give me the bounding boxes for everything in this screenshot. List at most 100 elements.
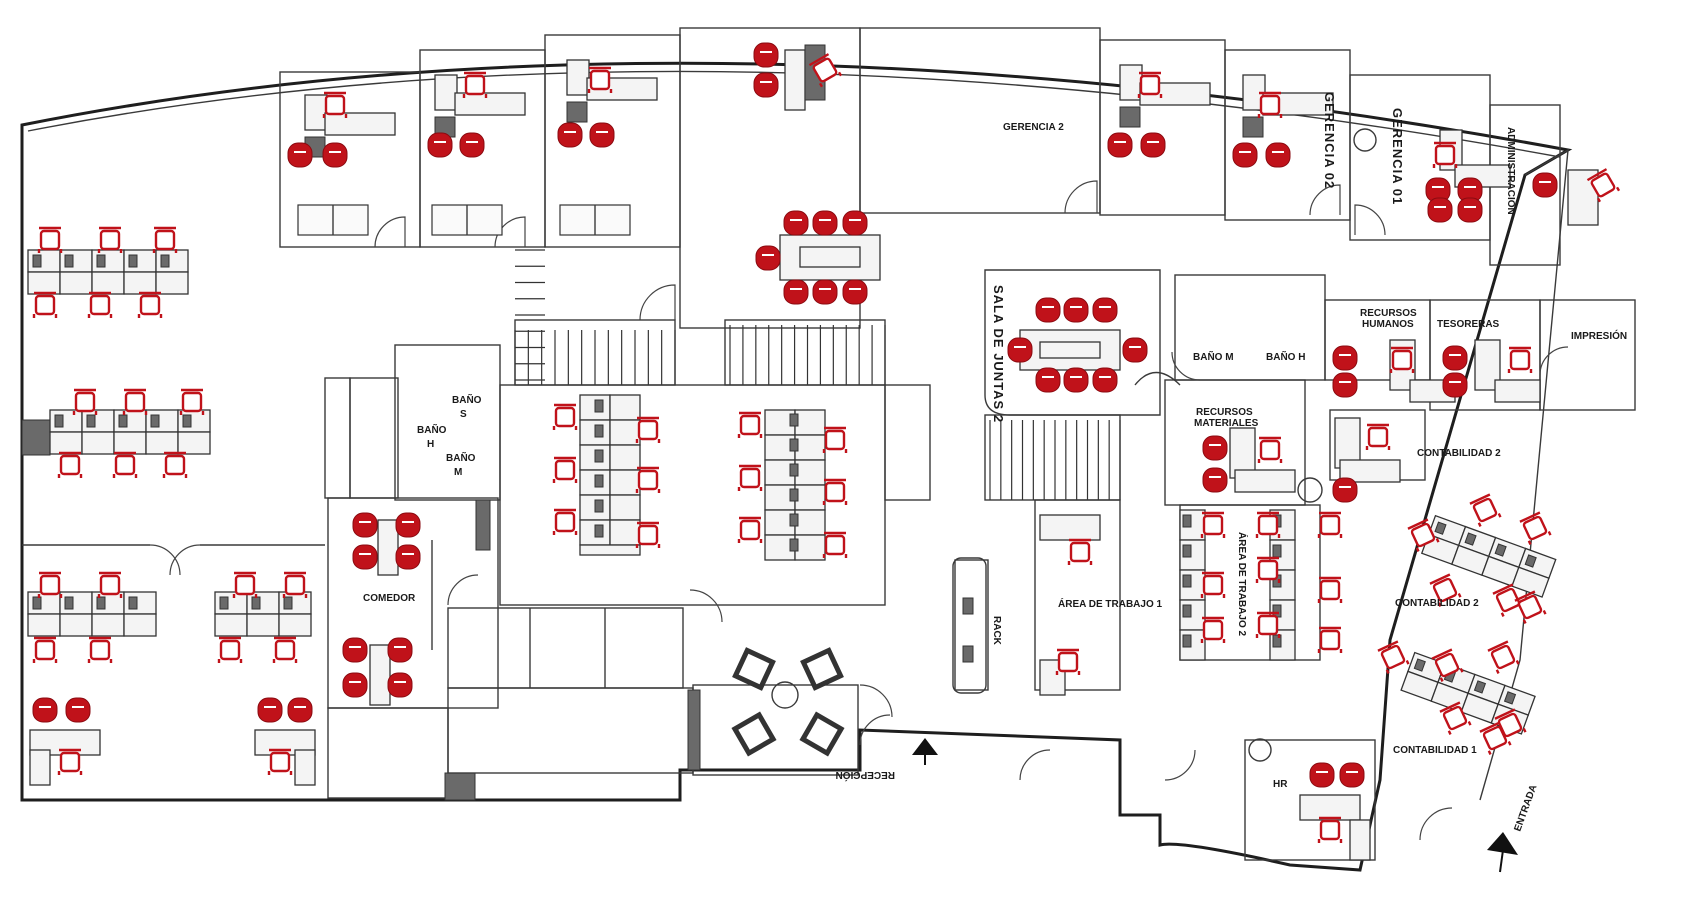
label-recursos-humanos-2: HUMANOS [1362, 319, 1414, 330]
seat-body [1007, 337, 1033, 363]
guest-seat [287, 697, 313, 723]
desk [454, 92, 526, 116]
chair-seat [1432, 577, 1458, 603]
office-chair [1519, 511, 1552, 545]
guest-seat [395, 512, 421, 538]
chair-leg [1615, 186, 1621, 192]
seat-body [1442, 345, 1468, 371]
office-chair [1492, 583, 1525, 617]
desk [214, 613, 248, 637]
chair-leg [1457, 593, 1462, 598]
chair-back [1487, 640, 1509, 652]
chair-back [1377, 640, 1399, 652]
office-chair [1200, 571, 1226, 598]
seat-body [557, 122, 583, 148]
office-chair [1507, 346, 1533, 373]
seat-body [783, 210, 809, 236]
office-chair [272, 636, 298, 663]
seat-body [287, 697, 313, 723]
seat-body [1122, 337, 1148, 363]
desk [219, 596, 229, 610]
office-chair [737, 516, 763, 543]
office-chair [1317, 576, 1343, 603]
office-chair [1137, 71, 1163, 98]
desk [150, 414, 160, 428]
label-recursos-materiales: RECURSOS [1196, 407, 1253, 418]
guest-seat [1427, 197, 1453, 223]
desk [1434, 521, 1447, 535]
seat-body [65, 697, 91, 723]
desk [128, 254, 138, 268]
guest-seat [342, 672, 368, 698]
office-chair [1200, 616, 1226, 643]
desk [1524, 554, 1537, 568]
stairs-center [724, 319, 886, 386]
label-bano-h: BAÑO H [1266, 350, 1305, 363]
guest-seat [753, 42, 779, 68]
desk [1299, 794, 1361, 821]
chair-seat [99, 229, 121, 251]
office-chair [1389, 346, 1415, 373]
label-area-trabajo-2: ÁREA DE TRABAJO 2 [1236, 532, 1249, 637]
chair-seat [89, 639, 111, 661]
office-chair [72, 388, 98, 415]
office-chair [37, 226, 63, 253]
seat-body [352, 544, 378, 570]
office-chair [322, 91, 348, 118]
label-contabilidad-2-top: CONTABILIDAD 2 [1417, 448, 1501, 459]
office-chair [1365, 423, 1391, 450]
chair-leg [1405, 660, 1410, 665]
desk [609, 519, 641, 546]
chair-seat [1509, 349, 1531, 371]
desk [123, 613, 157, 637]
seat-body [1309, 762, 1335, 788]
office-chair [267, 748, 293, 775]
chair-seat [1410, 522, 1436, 548]
desk [377, 519, 399, 576]
doors-top [374, 180, 1386, 321]
chair-seat [324, 94, 346, 116]
desk [369, 644, 391, 706]
chair-seat [824, 534, 846, 556]
chair-leg [1515, 660, 1520, 665]
chair-seat [59, 751, 81, 773]
chair-leg [1459, 668, 1464, 673]
chair-seat [114, 454, 136, 476]
seat-body [322, 142, 348, 168]
chair-seat [1391, 349, 1413, 371]
seat-body [1035, 367, 1061, 393]
desk [145, 431, 179, 455]
desk [91, 271, 125, 295]
label-area-trabajo-1: ÁREA DE TRABAJO 1 [1058, 597, 1163, 610]
seat-body [753, 72, 779, 98]
guest-seat [1442, 345, 1468, 371]
room-labels: GERENCIA 2 GERENCIA 02 GERENCIA 01 ADMIN… [363, 92, 1627, 833]
seat-body [32, 697, 58, 723]
office-chair [587, 66, 613, 93]
office-chair [1377, 640, 1410, 674]
desk [54, 414, 64, 428]
guest-seat [1265, 142, 1291, 168]
chair-leg [1467, 721, 1472, 726]
chair-seat [274, 639, 296, 661]
guest-seat [1532, 172, 1558, 198]
guest-seat [387, 672, 413, 698]
label-administracion: ADMINISTRACIÓN [1505, 127, 1518, 215]
chair-back [1439, 701, 1461, 713]
seat-body [1202, 467, 1228, 493]
office-chair [1439, 701, 1472, 735]
label-gerencia-01: GERENCIA 01 [1390, 108, 1405, 205]
office-chair [552, 403, 578, 430]
chair-seat [99, 574, 121, 596]
office-chair [1255, 556, 1281, 583]
desk [1567, 169, 1599, 226]
desk [566, 59, 590, 96]
guest-seat [352, 512, 378, 538]
chair-seat [637, 524, 659, 546]
guest-seat [812, 279, 838, 305]
office-chair [1429, 573, 1462, 607]
desk [794, 484, 826, 511]
guest-seat [459, 132, 485, 158]
guest-seat [1140, 132, 1166, 158]
seat-body [842, 210, 868, 236]
